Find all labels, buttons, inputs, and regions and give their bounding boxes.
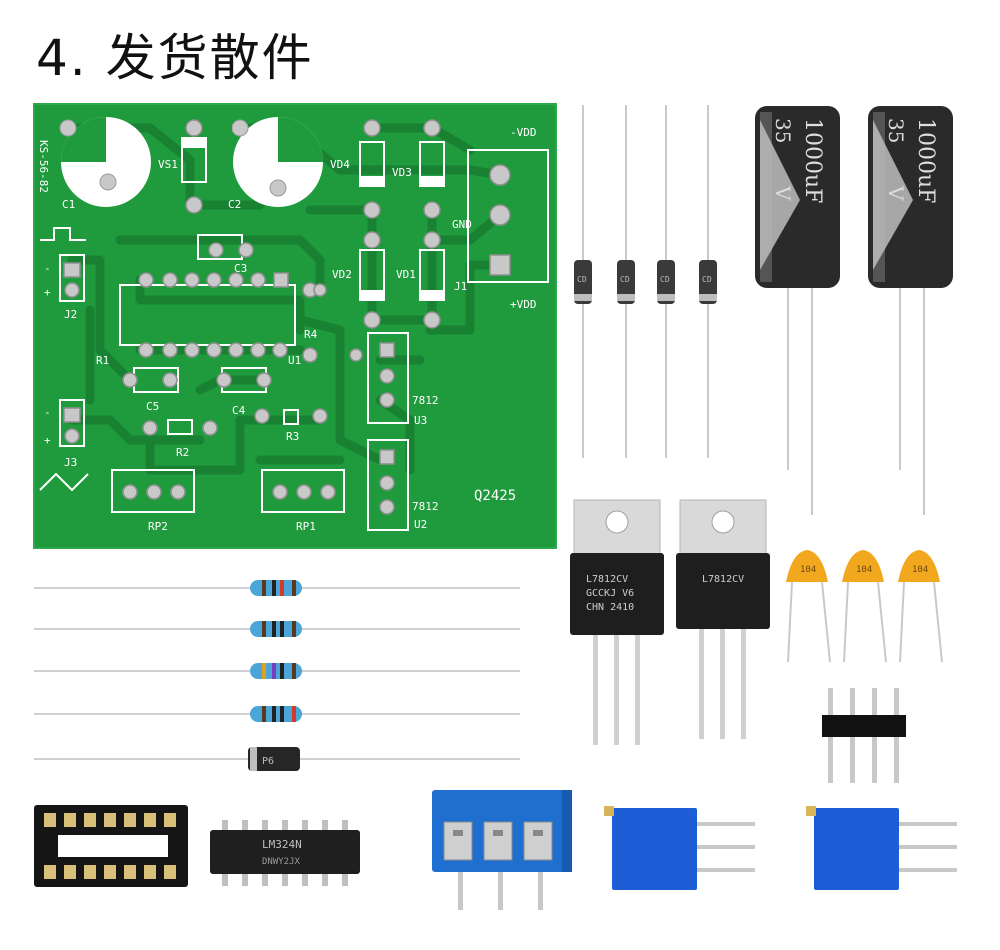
pads xyxy=(63,119,511,515)
ceramic-1-marking: 104 xyxy=(800,565,816,575)
resistor-3 xyxy=(34,663,520,679)
label-c3: C3 xyxy=(234,262,247,275)
label-7812-u3: 7812 xyxy=(412,394,439,407)
label-j3-plus: + xyxy=(44,434,51,447)
trimpot-2 xyxy=(806,806,957,890)
zener-marking: P6 xyxy=(262,756,274,767)
resistor-2 xyxy=(34,621,520,637)
label-vs1: VS1 xyxy=(158,158,178,171)
label-gnd: GND xyxy=(452,218,472,231)
reg-left-line3: CHN 2410 xyxy=(586,602,634,613)
electrolytic-capacitor-2: 1000uF 35 V xyxy=(868,106,953,515)
cap-1-unit: V xyxy=(771,185,795,201)
diode-3: CD xyxy=(657,105,675,458)
label-rp1: RP1 xyxy=(296,520,316,533)
label-r3: R3 xyxy=(286,430,299,443)
label-vd3: VD3 xyxy=(392,166,412,179)
label-r4: R4 xyxy=(304,328,318,341)
label-c2: C2 xyxy=(228,198,241,211)
screw-terminal-block xyxy=(432,790,572,910)
label-vd1: VD1 xyxy=(396,268,416,281)
reg-right-line1: L7812CV xyxy=(702,574,744,585)
reg-left-line2: GCCKJ V6 xyxy=(586,588,634,599)
pcb-board: + + xyxy=(33,103,557,549)
ceramic-capacitor-3: 104 xyxy=(898,550,943,663)
cap-1-voltage: 35 xyxy=(771,118,795,143)
ic-marking: LM324N xyxy=(262,838,302,851)
cap-2-unit: V xyxy=(884,185,908,201)
ic-subtext: DNWY2JX xyxy=(262,857,301,867)
cap-1-capacity: 1000uF xyxy=(800,118,825,203)
label-pos-vdd: +VDD xyxy=(510,298,537,311)
diode-set: CD CD CD CD xyxy=(574,105,717,458)
resistor-4 xyxy=(34,706,520,722)
label-u2: U2 xyxy=(414,518,427,531)
label-j3-minus: - xyxy=(44,406,51,419)
diode-3-marking: CD xyxy=(660,275,670,284)
reg-left-line1: L7812CV xyxy=(586,574,628,585)
diode-2: CD xyxy=(617,105,635,458)
label-7812-u2: 7812 xyxy=(412,500,439,513)
electrolytic-capacitor-1: 1000uF 35 V xyxy=(755,106,840,515)
ic-socket xyxy=(34,805,188,887)
label-vd4: VD4 xyxy=(330,158,350,171)
zener-diode: P6 xyxy=(34,747,520,771)
diode-1-marking: CD xyxy=(577,275,587,284)
label-j2: J2 xyxy=(64,308,77,321)
ceramic-capacitor-set: 104 104 104 xyxy=(786,550,943,663)
diode-2-marking: CD xyxy=(620,275,630,284)
cap-2-voltage: 35 xyxy=(884,118,908,143)
diode-4: CD xyxy=(699,105,717,458)
label-j3: J3 xyxy=(64,456,77,469)
voltage-regulator-left: L7812CV GCCKJ V6 CHN 2410 xyxy=(570,499,664,745)
ceramic-capacitor-1: 104 xyxy=(786,550,831,663)
pin-header xyxy=(822,688,906,783)
pcb-code-label: Q2425 xyxy=(474,488,516,504)
page-title: 4. 发货散件 xyxy=(36,29,314,87)
trimpot-1 xyxy=(604,806,755,890)
label-c5: C5 xyxy=(146,400,159,413)
label-vd2: VD2 xyxy=(332,268,352,281)
label-u1: U1 xyxy=(288,354,301,367)
diode-4-marking: CD xyxy=(702,275,712,284)
label-neg-vdd: -VDD xyxy=(510,126,537,139)
diode-1: CD xyxy=(574,105,592,458)
lm324-ic: LM324N DNWY2JX xyxy=(210,820,360,886)
triangle-wave-mark xyxy=(39,472,89,492)
label-r1: R1 xyxy=(96,354,109,367)
c2-plus-mark: + xyxy=(272,191,282,210)
silk-outlines xyxy=(59,137,549,531)
resistor-set: P6 xyxy=(34,580,520,771)
voltage-regulator-right: L7812CV xyxy=(676,499,770,739)
label-j2-minus: - xyxy=(44,262,51,275)
resistor-1 xyxy=(34,580,520,596)
label-j1: J1 xyxy=(454,280,467,293)
label-j2-plus: + xyxy=(44,286,51,299)
label-c1: C1 xyxy=(62,198,75,211)
c2-footprint: + xyxy=(231,117,323,210)
ceramic-3-marking: 104 xyxy=(912,565,928,575)
c1-footprint: + xyxy=(59,117,151,207)
pcb-model-label: KS-56-82 xyxy=(37,140,50,193)
label-u3: U3 xyxy=(414,414,427,427)
label-rp2: RP2 xyxy=(148,520,168,533)
c1-plus-mark: + xyxy=(103,185,113,204)
label-c4: C4 xyxy=(232,404,246,417)
label-r2: R2 xyxy=(176,446,189,459)
diode-band-marks xyxy=(182,138,444,300)
ceramic-2-marking: 104 xyxy=(856,565,872,575)
ceramic-capacitor-2: 104 xyxy=(842,550,887,663)
square-wave-mark xyxy=(40,227,86,241)
cap-2-capacity: 1000uF xyxy=(913,118,938,203)
